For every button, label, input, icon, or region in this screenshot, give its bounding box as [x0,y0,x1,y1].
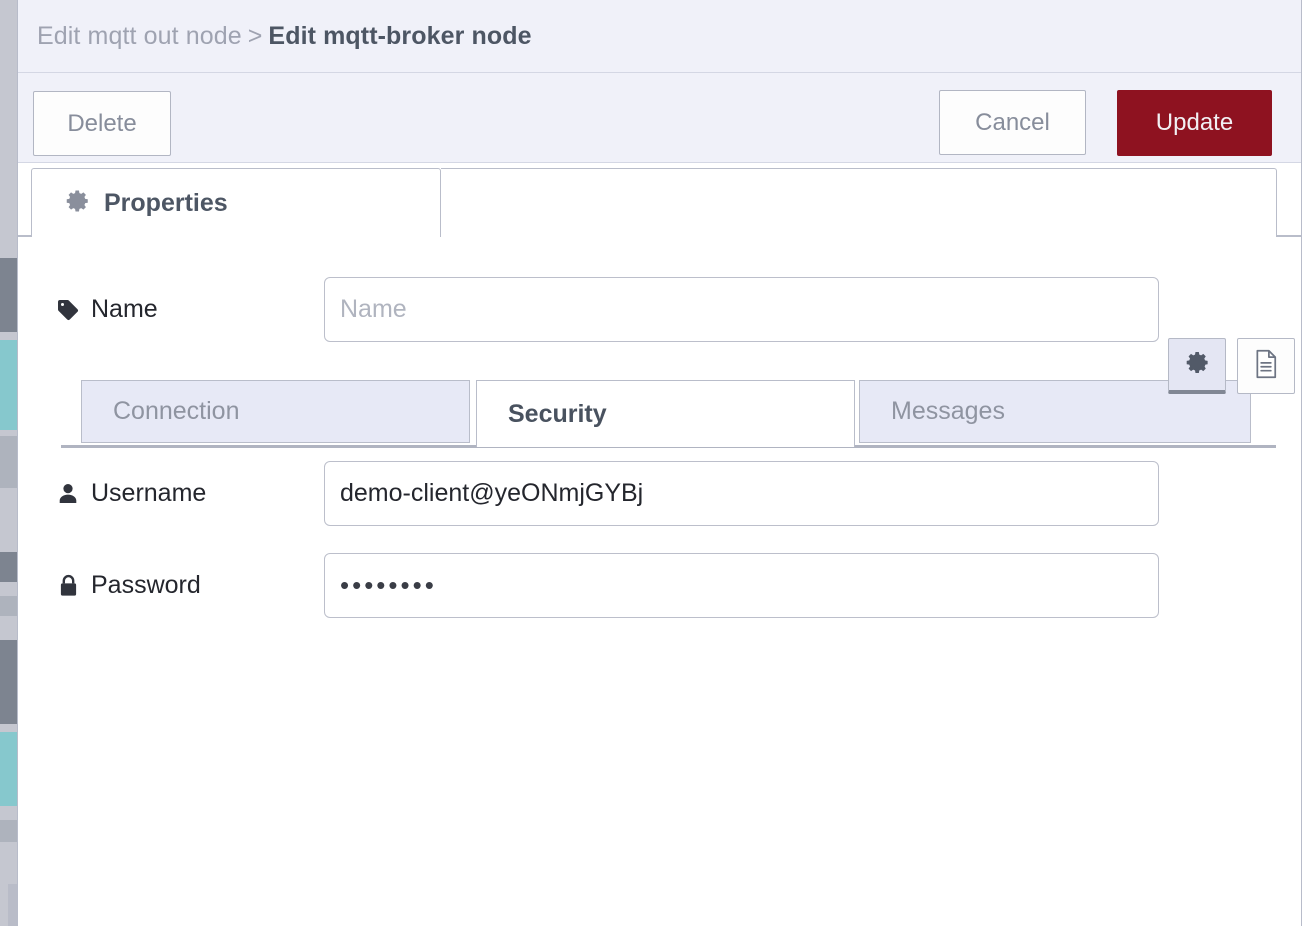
gear-icon [1184,349,1211,381]
password-label: Password [91,571,201,599]
dialog-header: Edit mqtt out node>Edit mqtt-broker node [18,0,1301,73]
field-row-password: Password [56,553,1159,618]
cancel-button[interactable]: Cancel [939,90,1086,155]
palette-node-chip [0,552,17,582]
subtab-security[interactable]: Security [476,380,855,447]
password-input[interactable] [324,553,1159,618]
lock-icon [56,574,80,598]
description-icon [1252,349,1280,384]
username-label-group: Username [56,479,291,508]
palette-node-chip [0,820,17,842]
gear-icon [65,188,91,219]
name-label-group: Name [56,295,291,324]
tab-properties-label: Properties [104,188,228,217]
tag-icon [56,298,80,322]
palette-node-chip [0,258,17,332]
tab-properties[interactable]: Properties [31,168,441,237]
breadcrumb-current: Edit mqtt-broker node [268,21,532,50]
dialog-toolbar: Delete Cancel Update [18,73,1301,163]
name-label: Name [91,295,158,323]
properties-form: Name Connection Security Messages [18,237,1301,926]
breadcrumb: Edit mqtt out node>Edit mqtt-broker node [37,22,532,51]
breadcrumb-parent[interactable]: Edit mqtt out node [37,21,242,50]
edit-node-dialog: Edit mqtt out node>Edit mqtt-broker node… [17,0,1302,926]
user-icon [56,482,80,506]
username-input[interactable] [324,461,1159,526]
dialog-tabstrip: Properties [18,163,1301,394]
background-node-palette [0,0,17,926]
security-subtabs: Connection Security Messages [61,380,1276,447]
field-row-username: Username [56,461,1159,526]
palette-node-chip [0,436,17,488]
update-button[interactable]: Update [1117,90,1272,156]
settings-icon-button[interactable] [1168,338,1226,394]
breadcrumb-separator: > [247,21,263,50]
description-icon-button[interactable] [1237,338,1295,394]
palette-node-chip [0,340,17,430]
subtab-connection[interactable]: Connection [81,380,470,443]
delete-button[interactable]: Delete [33,91,171,156]
palette-node-chip [0,640,17,724]
name-input[interactable] [324,277,1159,342]
password-label-group: Password [56,571,291,600]
canvas-scrollbar-thumb[interactable] [8,884,18,926]
field-row-name: Name [56,277,1159,342]
tabstrip-filler [441,168,1277,237]
palette-node-chip [0,596,17,616]
username-label: Username [91,479,207,507]
palette-node-chip [0,732,17,806]
